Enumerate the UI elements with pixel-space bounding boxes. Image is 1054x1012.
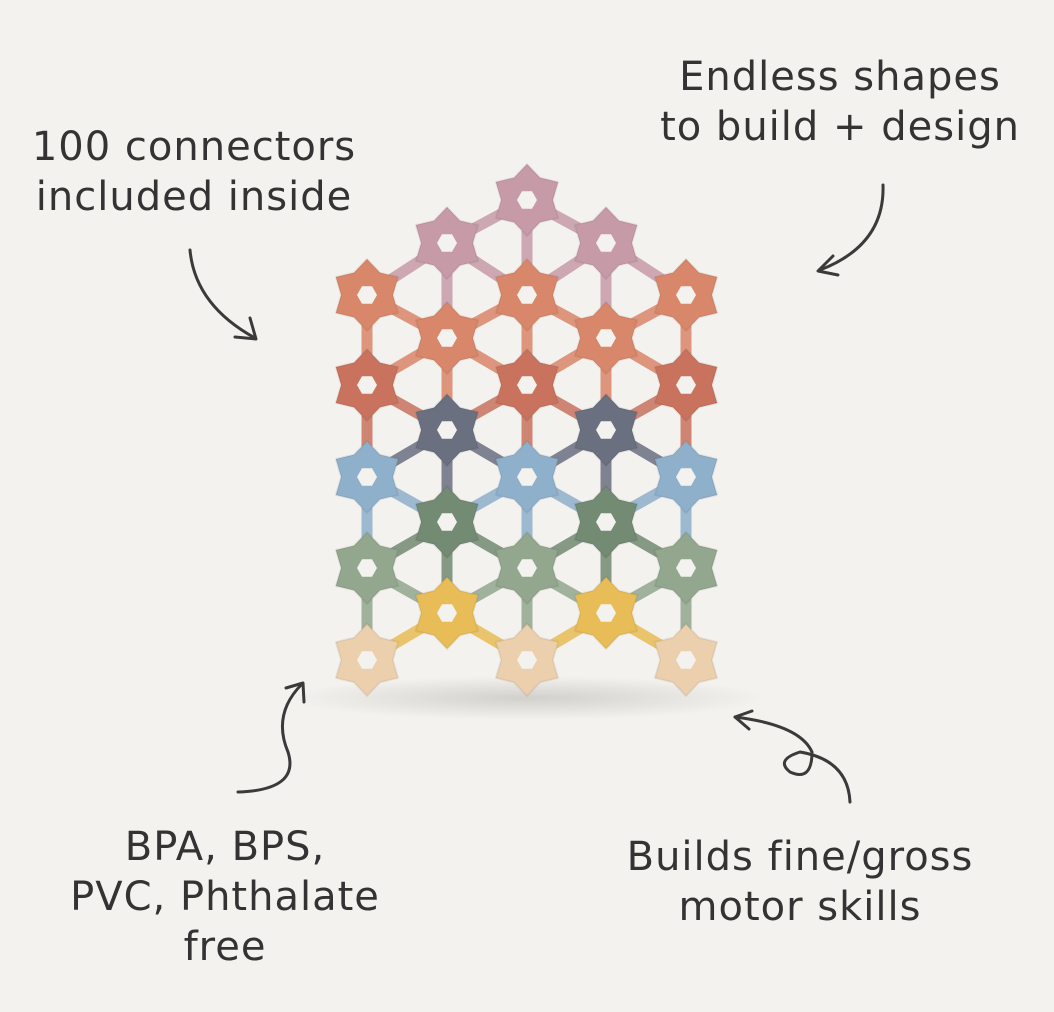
flower-connector-icon <box>653 623 719 697</box>
flower-connector-icon <box>494 623 560 697</box>
flower-connector-icon <box>334 440 400 514</box>
flower-connector-icon <box>573 485 639 559</box>
flower-connector-icon <box>334 258 400 332</box>
flower-connector-icon <box>414 206 480 280</box>
callout-connectors-line2: included inside <box>35 174 353 220</box>
connector-flowers <box>334 163 719 697</box>
callout-connectors: 100 connectors included inside <box>14 122 374 222</box>
callout-materials: BPA, BPS, PVC, Phthalate free <box>40 822 410 972</box>
callout-connectors-line1: 100 connectors <box>31 124 357 170</box>
flower-connector-icon <box>334 531 400 605</box>
flower-connector-icon <box>573 301 639 375</box>
flower-connector-icon <box>573 206 639 280</box>
flower-connector-icon <box>653 258 719 332</box>
flower-connector-icon <box>573 393 639 467</box>
flower-connector-icon <box>494 440 560 514</box>
flower-connector-icon <box>414 576 480 650</box>
callout-motor-line1: Builds fine/gross <box>626 834 974 880</box>
flower-connector-icon <box>334 348 400 422</box>
flower-connector-icon <box>494 163 560 237</box>
callout-materials-line3: free <box>183 924 267 970</box>
callout-materials-line2: PVC, Phthalate <box>70 874 380 920</box>
flower-connector-icon <box>414 485 480 559</box>
callout-shapes-line2: to build + design <box>660 104 1020 150</box>
flower-connector-icon <box>414 301 480 375</box>
callout-motor-line2: motor skills <box>678 884 922 930</box>
callout-shapes: Endless shapes to build + design <box>630 52 1050 152</box>
callout-motor-skills: Builds fine/gross motor skills <box>585 832 1015 932</box>
flower-connector-icon <box>653 531 719 605</box>
flower-connector-icon <box>494 348 560 422</box>
arrow-icon <box>733 709 852 804</box>
flower-connector-icon <box>494 258 560 332</box>
arrow-icon <box>188 248 258 341</box>
callout-shapes-line1: Endless shapes <box>679 54 1001 100</box>
flower-connector-icon <box>414 393 480 467</box>
flower-connector-icon <box>494 531 560 605</box>
flower-connector-icon <box>653 440 719 514</box>
flower-connector-icon <box>334 623 400 697</box>
grid-shadow <box>287 676 767 720</box>
arrow-icon <box>816 183 885 277</box>
callout-materials-line1: BPA, BPS, <box>124 824 326 870</box>
flower-connector-icon <box>573 576 639 650</box>
flower-connector-icon <box>653 348 719 422</box>
